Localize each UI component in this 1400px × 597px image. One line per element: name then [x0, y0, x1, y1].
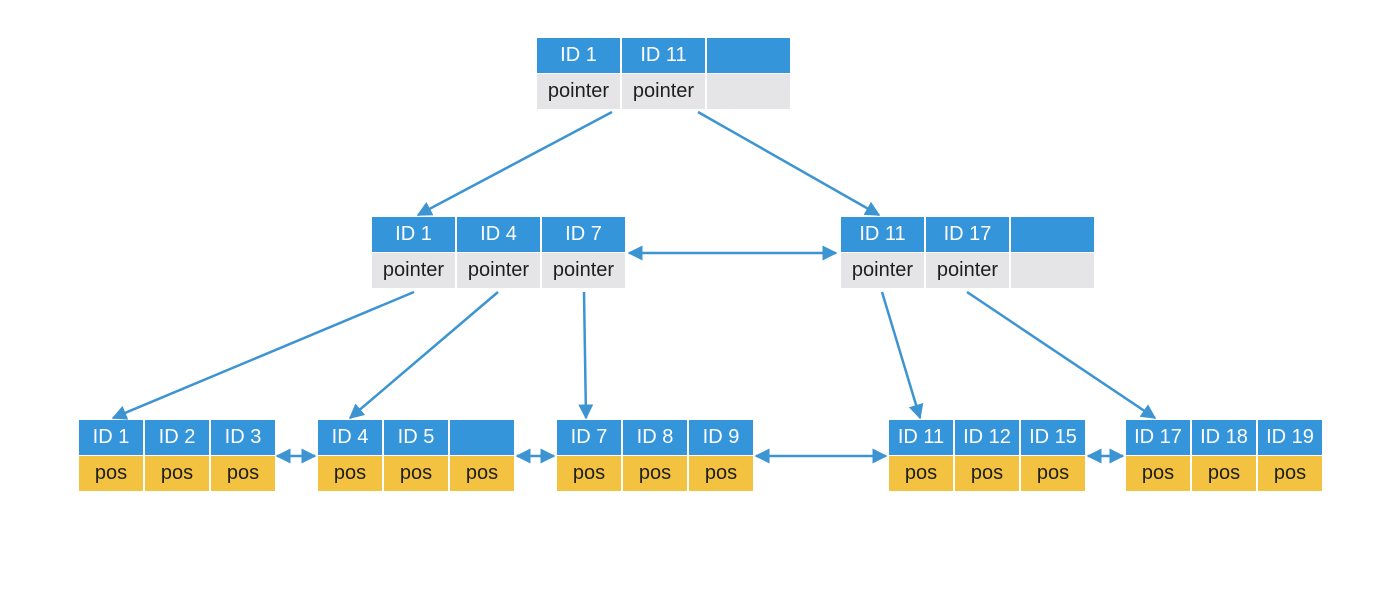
- key-cell-id-11: ID 11: [889, 420, 953, 455]
- key-cell-id-7: ID 7: [557, 420, 621, 455]
- key-cell-empty: [450, 420, 514, 455]
- pointer-arrow: [578, 291, 594, 420]
- key-cell-id-12: ID 12: [955, 420, 1019, 455]
- key-cell-id-15: ID 15: [1021, 420, 1085, 455]
- pos-cell: pos: [79, 456, 143, 491]
- key-cell-id-4: ID 4: [318, 420, 382, 455]
- pos-cell: pos: [623, 456, 687, 491]
- pointer-arrow: [111, 290, 415, 420]
- pointer-arrow: [416, 110, 613, 217]
- pointer-cell: pointer: [537, 74, 620, 109]
- key-cell-id-11: ID 11: [622, 38, 705, 73]
- pos-cell: pos: [689, 456, 753, 491]
- key-cell-id-7: ID 7: [542, 217, 625, 252]
- key-cell-id-3: ID 3: [211, 420, 275, 455]
- pos-cell: pos: [384, 456, 448, 491]
- key-cell-id-8: ID 8: [623, 420, 687, 455]
- pos-cell: pos: [145, 456, 209, 491]
- pos-cell: pos: [955, 456, 1019, 491]
- pos-cell: pos: [889, 456, 953, 491]
- pos-cell: pos: [211, 456, 275, 491]
- pos-cell: pos: [1021, 456, 1085, 491]
- key-cell-id-1: ID 1: [79, 420, 143, 455]
- pos-cell: pos: [557, 456, 621, 491]
- pointer-cell: pointer: [457, 253, 540, 288]
- value-cell-empty: [1011, 253, 1094, 288]
- pointer-cell: pointer: [926, 253, 1009, 288]
- pos-cell: pos: [1192, 456, 1256, 491]
- key-cell-empty: [707, 38, 790, 73]
- pos-cell: pos: [1126, 456, 1190, 491]
- pos-cell: pos: [1258, 456, 1322, 491]
- pointer-arrow: [966, 290, 1157, 420]
- key-cell-id-17: ID 17: [926, 217, 1009, 252]
- pointer-arrow: [880, 291, 924, 420]
- key-cell-empty: [1011, 217, 1094, 252]
- key-cell-id-5: ID 5: [384, 420, 448, 455]
- key-cell-id-17: ID 17: [1126, 420, 1190, 455]
- pointer-cell: pointer: [622, 74, 705, 109]
- key-cell-id-9: ID 9: [689, 420, 753, 455]
- pointer-cell: pointer: [372, 253, 455, 288]
- key-cell-id-2: ID 2: [145, 420, 209, 455]
- pointer-arrow: [348, 291, 499, 419]
- pointer-cell: pointer: [841, 253, 924, 288]
- pos-cell: pos: [450, 456, 514, 491]
- value-cell-empty: [707, 74, 790, 109]
- key-cell-id-19: ID 19: [1258, 420, 1322, 455]
- key-cell-id-1: ID 1: [372, 217, 455, 252]
- pointer-arrow: [697, 110, 881, 217]
- pos-cell: pos: [318, 456, 382, 491]
- key-cell-id-18: ID 18: [1192, 420, 1256, 455]
- pointer-cell: pointer: [542, 253, 625, 288]
- key-cell-id-11: ID 11: [841, 217, 924, 252]
- key-cell-id-4: ID 4: [457, 217, 540, 252]
- key-cell-id-1: ID 1: [537, 38, 620, 73]
